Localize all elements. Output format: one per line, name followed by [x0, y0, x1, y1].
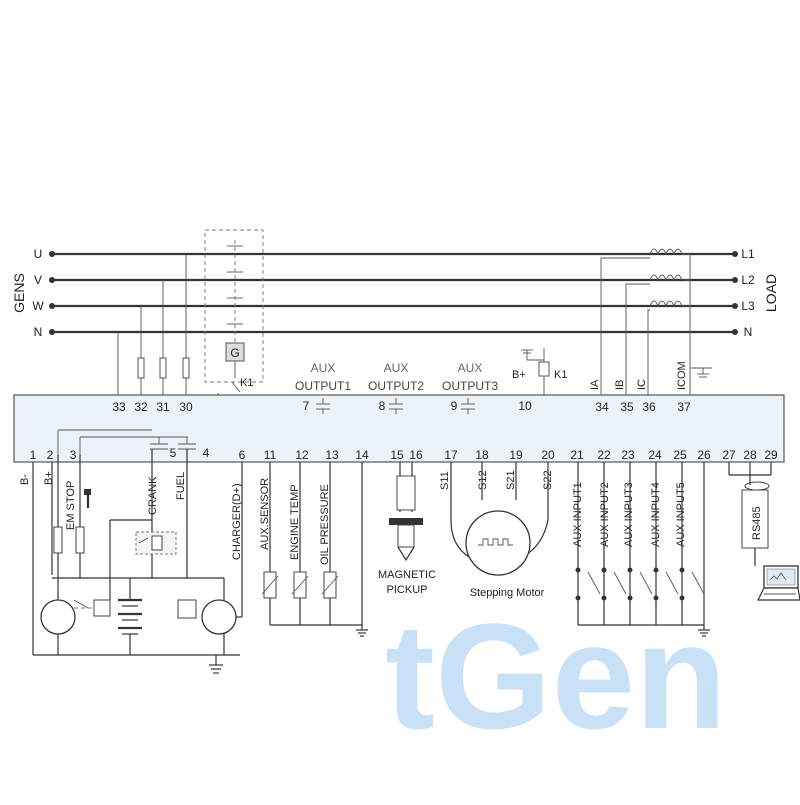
internal-wiring	[57, 429, 196, 455]
b-plus-k1-label: B+	[512, 369, 526, 381]
sense-fuses	[117, 254, 190, 395]
terminal-34: 34	[595, 400, 609, 414]
phase-w-label: W	[32, 299, 44, 313]
current-transformers	[600, 248, 712, 395]
s21-label: S21	[505, 470, 517, 490]
terminal-1: 1	[30, 448, 37, 462]
terminal-18: 18	[475, 448, 489, 462]
magnetic-pickup-line2: PICKUP	[387, 584, 428, 596]
terminal-31: 31	[156, 400, 170, 414]
terminal-4: 4	[203, 446, 210, 460]
terminal-16: 16	[409, 448, 423, 462]
terminal-5: 5	[170, 446, 177, 460]
terminal-8: 8	[379, 399, 386, 413]
magnetic-pickup-line1: MAGNETIC	[378, 569, 436, 581]
main-breaker: G K1	[204, 229, 264, 409]
phase-n-label: N	[34, 325, 43, 339]
terminal-9: 9	[451, 399, 458, 413]
terminal-13: 13	[325, 448, 339, 462]
oil-pressure-label: OIL PRESSURE	[319, 484, 331, 565]
crank-label: CRANK	[147, 476, 159, 515]
charger-label: CHARGER(D+)	[231, 483, 243, 560]
generator-g-label: G	[230, 346, 239, 360]
terminal-21: 21	[570, 448, 584, 462]
fuel-label: FUEL	[175, 472, 187, 500]
aux-output2-line2: OUTPUT2	[368, 379, 424, 393]
phase-v-label: V	[34, 273, 42, 287]
magnetic-pickup	[389, 462, 423, 562]
aux-output1-line2: OUTPUT1	[295, 379, 351, 393]
controller-box	[13, 394, 785, 463]
terminal-37: 37	[677, 400, 691, 414]
terminal-32: 32	[134, 400, 148, 414]
terminal-17: 17	[444, 448, 458, 462]
terminal-28: 28	[743, 448, 757, 462]
terminal-22: 22	[597, 448, 611, 462]
aux-output2-line1: AUX	[384, 361, 409, 375]
load-l2-label: L2	[741, 273, 755, 287]
terminal-20: 20	[541, 448, 555, 462]
b-minus-label: B-	[19, 474, 31, 485]
load-l1-label: L1	[741, 247, 755, 261]
laptop-icon	[757, 565, 800, 601]
load-n-label: N	[744, 325, 753, 339]
ct-ic-label: IC	[636, 379, 648, 390]
stepping-motor-label: Stepping Motor	[470, 587, 545, 599]
em-stop-label: EM STOP	[65, 481, 77, 530]
engine-battery-circuit	[32, 449, 243, 674]
watermark: tGen	[385, 592, 727, 760]
load-l3-label: L3	[741, 299, 755, 313]
terminal-19: 19	[509, 448, 523, 462]
aux-input2-label: AUX INPUT2	[599, 482, 611, 547]
terminal-35: 35	[620, 400, 634, 414]
breaker-k1-label: K1	[240, 377, 253, 389]
terminal-25: 25	[673, 448, 687, 462]
terminal-12: 12	[295, 448, 309, 462]
terminal-7: 7	[303, 399, 310, 413]
terminal-6: 6	[239, 448, 246, 462]
relay-k1-label: K1	[554, 369, 567, 381]
s11-label: S11	[439, 471, 451, 490]
aux-input3-label: AUX INPUT3	[623, 482, 635, 547]
terminal-29: 29	[764, 448, 778, 462]
terminal-14: 14	[355, 448, 369, 462]
aux-sensor-label: AUX.SENSOR	[259, 478, 271, 550]
sensor-circuit	[261, 462, 368, 637]
load-label: LOAD	[763, 274, 779, 312]
terminal-3: 3	[70, 448, 77, 462]
ct-ib-label: IB	[614, 380, 626, 390]
rs485-label: RS485	[751, 506, 763, 540]
terminal-2: 2	[47, 448, 54, 462]
phase-lines	[49, 251, 738, 335]
terminal-23: 23	[621, 448, 635, 462]
aux-input5-label: AUX INPUT5	[675, 482, 687, 547]
engine-temp-label: ENGINE TEMP	[289, 484, 301, 560]
aux-output1-line1: AUX	[311, 361, 336, 375]
ct-icom-label: ICOM	[676, 361, 688, 390]
terminal-33: 33	[112, 400, 126, 414]
aux-input-switches	[575, 462, 710, 637]
ct-ia-label: IA	[589, 379, 601, 390]
terminal-10: 10	[518, 399, 532, 413]
terminal-24: 24	[648, 448, 662, 462]
terminal-26: 26	[697, 448, 711, 462]
b-plus-label: B+	[43, 471, 55, 485]
aux-output3-line2: OUTPUT3	[442, 379, 498, 393]
terminal-11: 11	[264, 448, 277, 462]
phase-u-label: U	[34, 247, 43, 261]
terminal-30: 30	[179, 400, 193, 414]
rs485-link	[728, 462, 772, 566]
s12-label: S12	[477, 470, 489, 490]
gens-label: GENS	[11, 273, 27, 313]
terminal-27: 27	[722, 448, 736, 462]
stepping-motor	[450, 462, 549, 576]
terminal-36: 36	[642, 400, 656, 414]
terminal-15: 15	[390, 448, 404, 462]
aux-output3-line1: AUX	[458, 361, 483, 375]
aux-output-contacts	[316, 398, 475, 414]
